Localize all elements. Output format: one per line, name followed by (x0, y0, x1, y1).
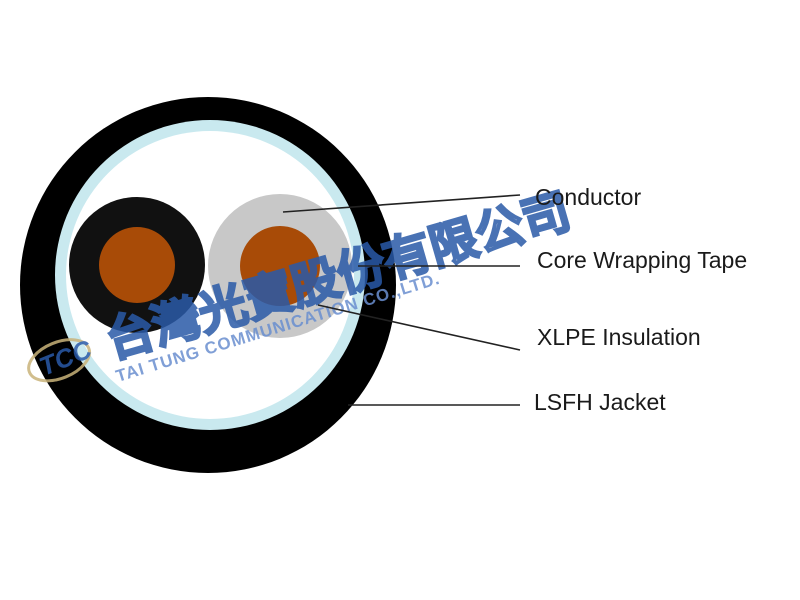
label-xlpe-insulation: XLPE Insulation (537, 324, 701, 350)
core-1-conductor (99, 227, 175, 303)
core-2-conductor (240, 226, 320, 306)
leader-lines (282, 194, 521, 406)
tcc-logo: TCC (27, 333, 97, 383)
leader-line-xlpe-insulation (317, 304, 521, 351)
label-core-wrapping-tape: Core Wrapping Tape (537, 247, 748, 273)
leader-line-conductor (282, 194, 521, 213)
label-lsfh-jacket: LSFH Jacket (534, 389, 666, 415)
label-conductor: Conductor (535, 184, 642, 210)
